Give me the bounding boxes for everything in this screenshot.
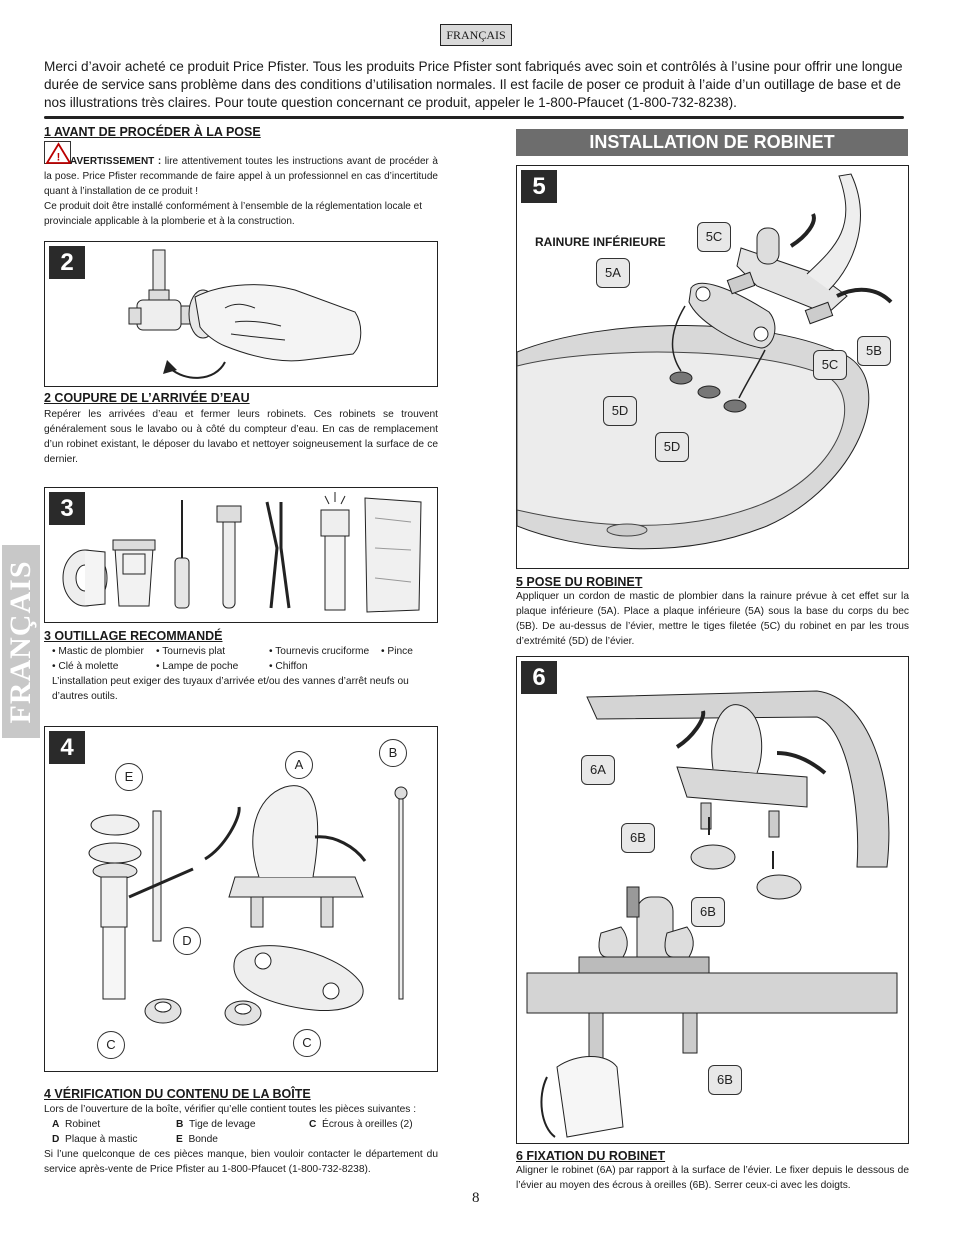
step-number: 3 bbox=[49, 492, 85, 525]
faucet-tightening-illustration bbox=[526, 690, 898, 1138]
contents-item-e: E Bonde bbox=[176, 1134, 218, 1145]
step-2-text: Repérer les arrivées d’eau et fermer leu… bbox=[44, 409, 438, 465]
label-6b: 6B bbox=[621, 823, 655, 853]
label-6a: 6A bbox=[581, 755, 615, 785]
installation-header: INSTALLATION DE ROBINET bbox=[516, 129, 908, 156]
label-5a: 5A bbox=[596, 258, 630, 288]
step-2-illustration: 2 bbox=[44, 241, 438, 387]
label-c: C bbox=[97, 1031, 125, 1059]
step-4-intro: Lors de l’ouverture de la boîte, vérifie… bbox=[44, 1104, 417, 1115]
tool-item: • Lampe de poche bbox=[156, 661, 239, 672]
contents-item-d: D Plaque à mastic bbox=[52, 1134, 138, 1145]
step-4-illustration: 4 E A B D C C bbox=[44, 726, 438, 1072]
box-contents-illustration bbox=[88, 785, 408, 1026]
step-3-illustration: 3 bbox=[44, 487, 438, 623]
label-5c: 5C bbox=[697, 222, 731, 252]
label-a: A bbox=[285, 751, 313, 779]
side-language-tab: FRANÇAIS bbox=[2, 545, 40, 738]
svg-text:!: ! bbox=[57, 152, 61, 164]
step-6-text: Aligner le robinet (6A) par rapport à la… bbox=[516, 1165, 909, 1191]
code-paragraph: Ce produit doit être installé conforméme… bbox=[44, 201, 422, 227]
tool-item: • Tournevis cruciforme bbox=[269, 646, 370, 657]
step-5-illustration: 5 RAINURE INFÉRIEURE 5A 5C 5C 5B 5D 5D bbox=[516, 165, 909, 569]
tool-item: • Clé à molette bbox=[52, 661, 119, 672]
step-2-title: 2 COUPURE DE L’ARRIVÉE D’EAU bbox=[44, 391, 250, 405]
label-b: B bbox=[379, 739, 407, 767]
label-5b: 5B bbox=[857, 336, 891, 366]
header-rule bbox=[44, 116, 904, 119]
tools-illustration bbox=[62, 492, 422, 613]
label-6b: 6B bbox=[691, 897, 725, 927]
label-5d: 5D bbox=[603, 396, 637, 426]
tool-item: • Chiffon bbox=[269, 661, 308, 672]
step-number: 4 bbox=[49, 731, 85, 764]
contents-item-b: B Tige de levage bbox=[176, 1119, 256, 1130]
step-6-illustration: 6 6A 6B 6B 6B bbox=[516, 656, 909, 1144]
step-5-title: 5 POSE DU ROBINET bbox=[516, 575, 643, 589]
step-5-text: Appliquer un cordon de mastic de plombie… bbox=[516, 591, 909, 647]
tools-note: L’installation peut exiger des tuyaux d’… bbox=[52, 676, 409, 702]
label-c: C bbox=[293, 1029, 321, 1057]
tools-list: • Mastic de plombier • Tournevis plat • … bbox=[52, 644, 442, 676]
step-number: 2 bbox=[49, 246, 85, 279]
label-5d: 5D bbox=[655, 432, 689, 462]
tool-item: • Tournevis plat bbox=[156, 646, 226, 657]
section-1-title: 1 AVANT DE PROCÉDER À LA POSE bbox=[44, 125, 261, 139]
groove-callout: RAINURE INFÉRIEURE bbox=[535, 235, 666, 249]
step-number: 6 bbox=[521, 661, 557, 694]
page-number: 8 bbox=[472, 1190, 480, 1206]
label-e: E bbox=[115, 763, 143, 791]
warning-paragraph: AVERTISSEMENT : lire attentivement toute… bbox=[44, 156, 438, 197]
intro-paragraph: Merci d’avoir acheté ce produit Price Pf… bbox=[44, 59, 903, 110]
language-tab: FRANÇAIS bbox=[440, 24, 512, 46]
label-d: D bbox=[173, 927, 201, 955]
step-4-title: 4 VÉRIFICATION DU CONTENU DE LA BOÎTE bbox=[44, 1087, 311, 1101]
label-6b: 6B bbox=[708, 1065, 742, 1095]
shutoff-valve-illustration bbox=[128, 249, 362, 379]
step-4-outro: Si l’une quelconque de ces pièces manque… bbox=[44, 1149, 438, 1175]
step-3-title: 3 OUTILLAGE RECOMMANDÉ bbox=[44, 629, 223, 643]
tool-item: • Pince bbox=[381, 646, 413, 657]
warning-icon: ! bbox=[44, 141, 72, 164]
step-number: 5 bbox=[521, 170, 557, 203]
step-6-title: 6 FIXATION DU ROBINET bbox=[516, 1149, 666, 1163]
contents-item-c: C Écrous à oreilles (2) bbox=[309, 1119, 413, 1130]
label-5c: 5C bbox=[813, 350, 847, 380]
tool-item: • Mastic de plombier bbox=[52, 646, 144, 657]
contents-list: A Robinet B Tige de levage C Écrous à or… bbox=[52, 1117, 432, 1147]
contents-item-a: A Robinet bbox=[52, 1119, 101, 1130]
